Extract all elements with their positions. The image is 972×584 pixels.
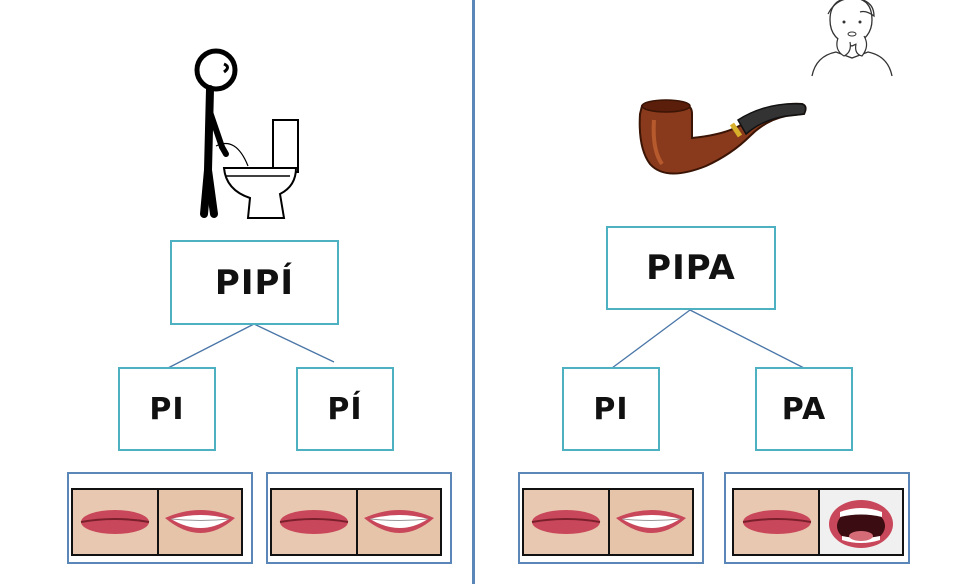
mouth-pictures-frame	[266, 472, 452, 564]
tobacco-pipe-icon	[638, 99, 807, 175]
mouth-pictures-frame	[67, 472, 253, 564]
center-divider	[472, 0, 475, 584]
syllable-box: PI	[118, 367, 216, 451]
closed-lips-icon	[71, 488, 159, 556]
word-box-left: PIPÍ	[170, 240, 339, 325]
word-label: PIPÍ	[214, 262, 295, 303]
syllable-box: PÍ	[296, 367, 394, 451]
word-label: PIPA	[646, 248, 736, 288]
open-mouth-icon	[818, 488, 904, 556]
closed-lips-icon	[522, 488, 610, 556]
closed-lips-icon	[732, 488, 822, 556]
smiling-teeth-icon	[608, 488, 694, 556]
syllable-label: PÍ	[327, 391, 363, 427]
sign-language-person-icon	[811, 0, 893, 77]
smiling-teeth-icon	[356, 488, 442, 556]
syllable-label: PI	[149, 391, 185, 427]
smiling-teeth-icon	[157, 488, 243, 556]
syllable-box: PI	[562, 367, 660, 451]
syllable-box: PA	[755, 367, 853, 451]
word-box-right: PIPA	[606, 226, 776, 310]
syllable-label: PA	[781, 391, 827, 427]
mouth-pictures-frame	[724, 472, 910, 564]
closed-lips-icon	[270, 488, 358, 556]
child-at-toilet-icon	[194, 48, 299, 219]
syllable-label: PI	[593, 391, 629, 427]
mouth-pictures-frame	[518, 472, 704, 564]
